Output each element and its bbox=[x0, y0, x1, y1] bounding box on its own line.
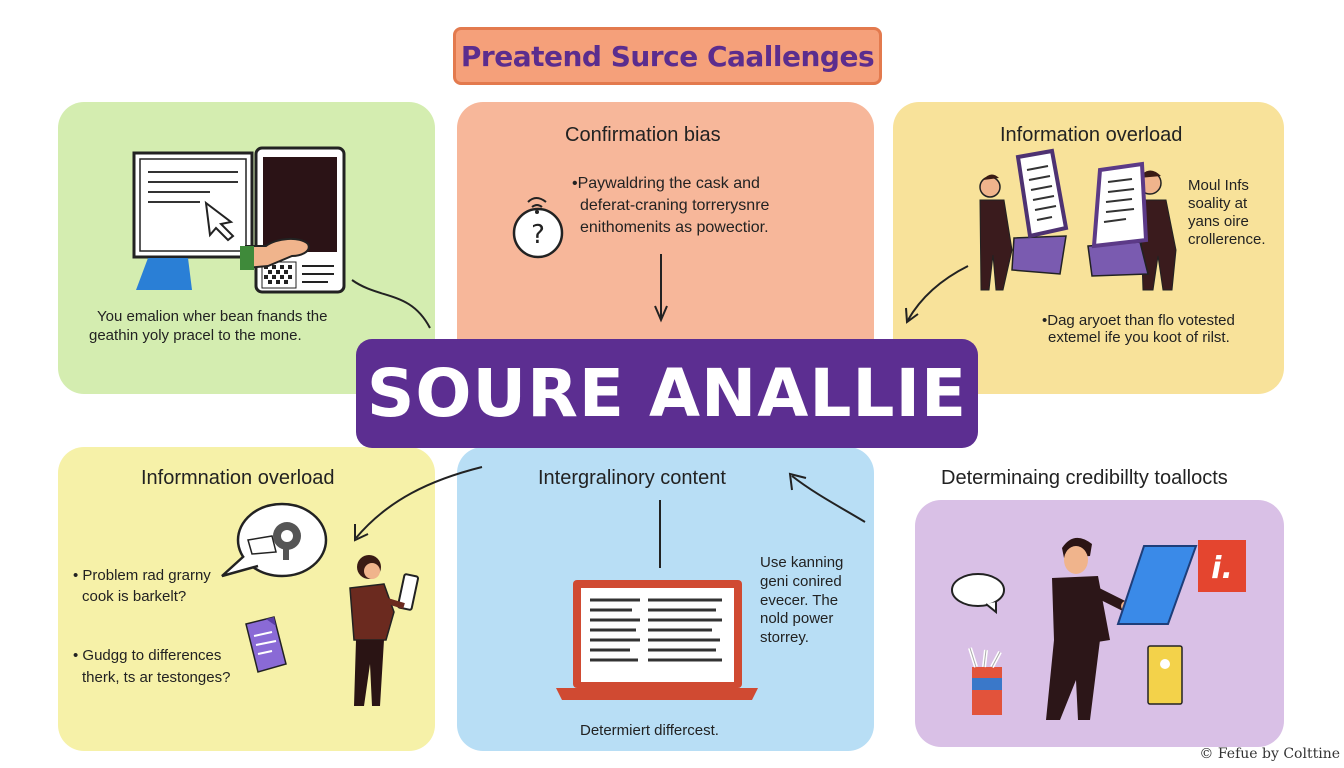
confirmation-bias-line-1: •Paywaldring the cask and bbox=[572, 175, 760, 192]
arrow-top-left bbox=[351, 279, 431, 329]
monitor-icon bbox=[132, 151, 254, 290]
tablet-icon bbox=[254, 146, 346, 294]
svg-text:?: ? bbox=[531, 220, 545, 250]
bottom-left-bullet2-line-2: therk, ts ar testonges? bbox=[82, 669, 231, 686]
bottom-left-bullet1-line-1: • Problem rad grarny bbox=[73, 567, 211, 584]
confirmation-bias-title: Confirmation bias bbox=[565, 124, 721, 146]
header-title: Preatend Surce Caallenges bbox=[460, 39, 875, 73]
laptop-icon bbox=[556, 580, 758, 700]
person-reading-icon bbox=[349, 555, 420, 706]
arrow-top-right-head bbox=[905, 307, 919, 324]
confirmation-bias-line-3: enithomenits as powectior. bbox=[580, 219, 769, 236]
header-title-box: Preatend Surce Caallenges bbox=[453, 27, 882, 85]
bottom-center-side-line-2: geni conired bbox=[760, 573, 842, 590]
bottom-left-bullet1-line-2: cook is barkelt? bbox=[82, 588, 187, 605]
phone-icon bbox=[1147, 645, 1183, 705]
bottom-center-side-line-5: storrey. bbox=[760, 629, 809, 646]
banner-text: SOURE ANALLIE bbox=[366, 355, 968, 432]
top-right-side-line-3: yans oire bbox=[1188, 213, 1249, 230]
bottom-center-side-line-3: evecer. The bbox=[760, 592, 839, 609]
central-banner: SOURE ANALLIE bbox=[356, 339, 978, 448]
intergralinory-content-title: Intergralinory content bbox=[538, 467, 726, 489]
top-left-line-2: geathin yoly pracel to the mone. bbox=[89, 327, 302, 344]
bottom-center-side-line-1: Use kanning bbox=[760, 554, 844, 571]
arrow-bottom-left-head bbox=[354, 524, 369, 542]
top-right-line-1: •Dag aryoet than flo votested bbox=[1042, 312, 1235, 329]
businessman-icon bbox=[1046, 537, 1131, 720]
pencil-cup-icon bbox=[968, 647, 1002, 715]
person-with-document-left bbox=[979, 148, 1069, 291]
arrow-bottom-left bbox=[355, 466, 483, 539]
svg-text:i.: i. bbox=[1211, 551, 1233, 586]
top-right-side-line-4: crollerence. bbox=[1188, 231, 1266, 248]
person-with-document-right bbox=[1087, 161, 1177, 291]
arrow-bottom-right bbox=[791, 475, 866, 523]
bottom-left-bullet2-line-1: • Gudgg to differences bbox=[73, 647, 222, 664]
question-icon: ? bbox=[512, 197, 564, 259]
hand-icon bbox=[240, 238, 310, 270]
top-right-side-line-2: soality at bbox=[1188, 195, 1248, 212]
speech-bubble-small-icon bbox=[951, 573, 1005, 615]
connector-arrows bbox=[351, 254, 969, 568]
tablet-screen-icon bbox=[1116, 545, 1198, 625]
speech-bubble-icon bbox=[221, 502, 328, 578]
arrow-bottom-right-head bbox=[788, 472, 807, 491]
document-icon bbox=[245, 616, 287, 673]
arrow-top-right bbox=[907, 265, 969, 321]
top-left-line-1: You emalion wher bean fnands the bbox=[97, 308, 328, 325]
confirmation-bias-line-2: deferat-craning torrerysnre bbox=[580, 197, 770, 214]
credibility-tools-title: Determinaing credibillty toallocts bbox=[941, 467, 1228, 489]
credit-line: © Fefue by Colttine bbox=[1199, 746, 1340, 762]
information-overload-top-title: Information overload bbox=[1000, 124, 1183, 146]
bottom-center-side-line-4: nold power bbox=[760, 610, 834, 627]
info-badge-icon: i. bbox=[1198, 540, 1246, 592]
arrow-top-center-head bbox=[654, 305, 668, 323]
bottom-center-caption: Determiert differcest. bbox=[580, 722, 719, 739]
information-overload-bottom-title: Informnation overload bbox=[141, 467, 335, 489]
top-right-side-line-1: Moul Infs bbox=[1188, 177, 1249, 194]
top-right-line-2: extemel ife you koot of rilst. bbox=[1048, 329, 1230, 346]
